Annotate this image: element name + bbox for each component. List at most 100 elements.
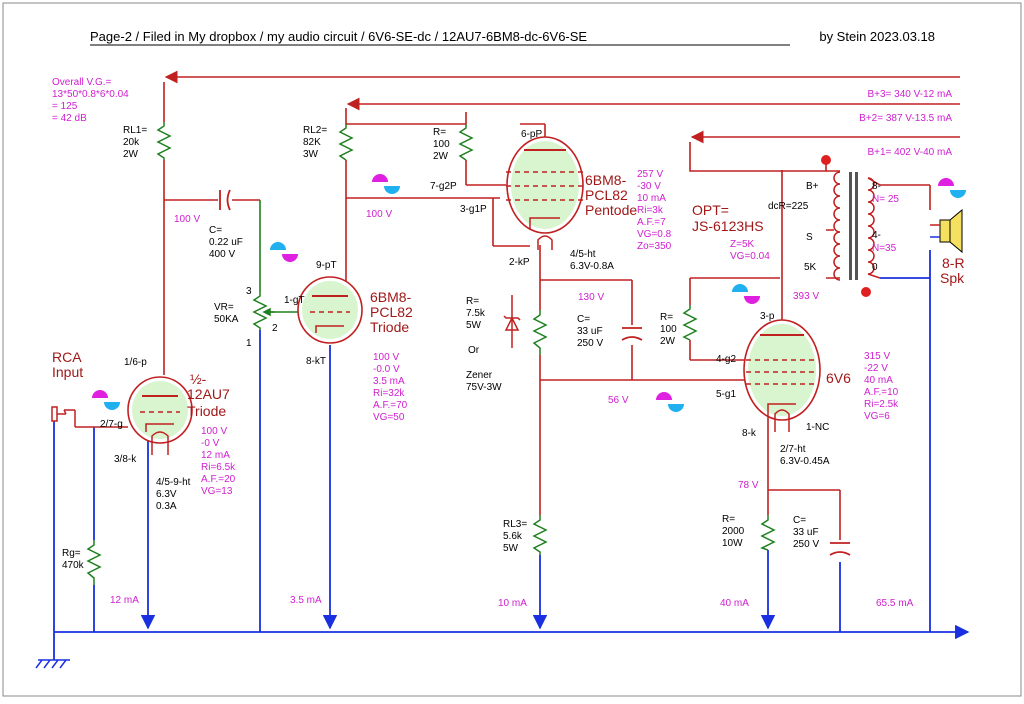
- resistor-rg: [86, 540, 102, 585]
- svg-text:RL1=: RL1=: [123, 125, 147, 136]
- svg-text:78 V: 78 V: [738, 480, 759, 491]
- svg-text:Z=5K: Z=5K: [730, 239, 755, 250]
- svg-text:1: 1: [246, 338, 252, 349]
- svg-text:5.6k: 5.6k: [503, 531, 523, 542]
- supply-b3: B+3= 340 V-12 mA: [867, 89, 952, 100]
- svg-text:8-: 8-: [872, 181, 881, 192]
- svg-text:10W: 10W: [722, 538, 743, 549]
- svg-text:10 mA: 10 mA: [637, 193, 666, 204]
- svg-text:5K: 5K: [804, 262, 817, 273]
- svg-text:40 mA: 40 mA: [864, 375, 893, 386]
- svg-text:65.5 mA: 65.5 mA: [876, 598, 914, 609]
- stage1-labels: RL1= 20k 2W 100 V 1/6-p 2/7-g 3/8-k ½- 1…: [62, 125, 236, 606]
- svg-text:dcR=225: dcR=225: [768, 201, 809, 212]
- svg-text:250 V: 250 V: [793, 539, 819, 550]
- svg-text:5W: 5W: [466, 320, 482, 331]
- resistor-g2-pentode: [458, 124, 474, 161]
- svg-text:2W: 2W: [123, 149, 139, 160]
- signal-wiring: [163, 123, 931, 540]
- resistor-g2-6v6: [682, 305, 698, 341]
- svg-text:VR=: VR=: [214, 302, 234, 313]
- phase-icon: [270, 242, 298, 262]
- tube-6v6: [743, 319, 821, 432]
- svg-text:10 mA: 10 mA: [498, 598, 527, 609]
- speaker-icon: [930, 208, 963, 254]
- svg-text:6.3V-0.8A: 6.3V-0.8A: [570, 261, 614, 272]
- overall-gain-note: Overall V.G.= 13*50*0.8*6*0.04 = 125 = 4…: [52, 77, 129, 124]
- svg-text:N= 25: N= 25: [872, 194, 899, 205]
- svg-text:40 mA: 40 mA: [720, 598, 749, 609]
- cap-6v6-k: [829, 542, 851, 556]
- svg-text:C=: C=: [793, 515, 806, 526]
- svg-text:20k: 20k: [123, 137, 140, 148]
- svg-text:Overall V.G.=: Overall V.G.=: [52, 77, 112, 88]
- svg-text:9-pT: 9-pT: [316, 260, 337, 271]
- svg-text:100 V: 100 V: [201, 426, 227, 437]
- zener-diode: [503, 295, 521, 348]
- svg-text:= 42 dB: = 42 dB: [52, 113, 87, 124]
- svg-text:2: 2: [272, 323, 278, 334]
- svg-text:2W: 2W: [433, 151, 449, 162]
- supply-b2: B+2= 387 V-13.5 mA: [859, 113, 952, 124]
- svg-text:3/8-k: 3/8-k: [114, 454, 137, 465]
- svg-text:33 uF: 33 uF: [577, 326, 603, 337]
- svg-text:A.F.=20: A.F.=20: [201, 474, 236, 485]
- svg-text:B+: B+: [806, 181, 819, 192]
- svg-text:3.5 mA: 3.5 mA: [290, 595, 322, 606]
- svg-text:8-R: 8-R: [942, 255, 965, 271]
- svg-text:C=: C=: [577, 314, 590, 325]
- svg-text:3-g1P: 3-g1P: [460, 204, 487, 215]
- svg-text:-0.0 V: -0.0 V: [373, 364, 400, 375]
- resistor-rk-pentode: [532, 310, 548, 355]
- svg-text:5-g1: 5-g1: [716, 389, 736, 400]
- phase-icon: [732, 284, 760, 304]
- svg-text:2/7-g: 2/7-g: [100, 419, 123, 430]
- svg-text:VG=50: VG=50: [373, 412, 405, 423]
- svg-text:7-g2P: 7-g2P: [430, 181, 457, 192]
- svg-text:470k: 470k: [62, 560, 85, 571]
- svg-text:VG=13: VG=13: [201, 486, 233, 497]
- phase-icon: [656, 392, 684, 412]
- svg-text:315 V: 315 V: [864, 351, 890, 362]
- svg-text:VG=0.8: VG=0.8: [637, 229, 672, 240]
- svg-text:Pentode: Pentode: [585, 202, 637, 218]
- svg-text:Triode: Triode: [187, 403, 226, 419]
- cap-coupling: [219, 189, 231, 211]
- svg-text:12 mA: 12 mA: [110, 595, 139, 606]
- svg-text:R=: R=: [660, 312, 673, 323]
- svg-text:2/7-ht: 2/7-ht: [780, 444, 806, 455]
- header-author: by Stein 2023.03.18: [819, 29, 935, 44]
- output-labels: OPT= JS-6123HS Z=5K VG=0.04 dcR=225 B+ S…: [608, 181, 965, 609]
- svg-text:400 V: 400 V: [209, 249, 235, 260]
- svg-text:-22 V: -22 V: [864, 363, 888, 374]
- svg-text:393 V: 393 V: [793, 291, 819, 302]
- output-transformer: [821, 155, 881, 297]
- svg-text:Rg=: Rg=: [62, 548, 81, 559]
- tube-6bm8-pentode: [506, 136, 584, 250]
- svg-text:6BM8-: 6BM8-: [370, 289, 412, 305]
- rca-input-jack[interactable]: [51, 406, 128, 428]
- svg-text:33 uF: 33 uF: [793, 527, 819, 538]
- svg-text:Triode: Triode: [370, 319, 409, 335]
- svg-text:RL3=: RL3=: [503, 519, 527, 530]
- svg-text:Or: Or: [468, 345, 480, 356]
- svg-text:50KA: 50KA: [214, 314, 239, 325]
- phase-icon: [372, 174, 400, 194]
- svg-text:R=: R=: [466, 296, 479, 307]
- input-label: RCA: [52, 349, 82, 365]
- svg-text:1-NC: 1-NC: [806, 422, 829, 433]
- svg-text:56 V: 56 V: [608, 395, 629, 406]
- svg-text:3W: 3W: [303, 149, 319, 160]
- svg-text:½-: ½-: [190, 371, 207, 387]
- svg-text:OPT=: OPT=: [692, 202, 729, 218]
- svg-text:0: 0: [872, 262, 878, 273]
- svg-text:4/5-ht: 4/5-ht: [570, 249, 596, 260]
- svg-text:250 V: 250 V: [577, 338, 603, 349]
- svg-text:75V-3W: 75V-3W: [466, 382, 502, 393]
- ground-symbol: [35, 659, 70, 669]
- svg-text:2W: 2W: [660, 336, 676, 347]
- svg-text:PCL82: PCL82: [585, 187, 628, 203]
- svg-text:13*50*0.8*6*0.04: 13*50*0.8*6*0.04: [52, 89, 129, 100]
- svg-text:JS-6123HS: JS-6123HS: [692, 218, 764, 234]
